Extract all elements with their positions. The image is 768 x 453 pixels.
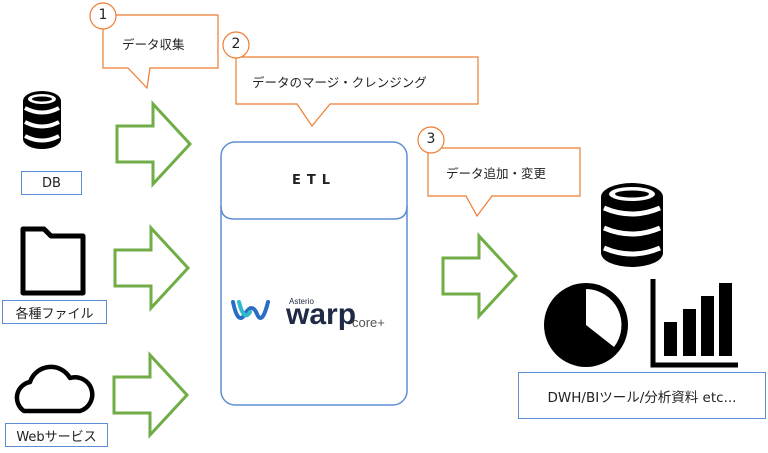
- step-3-circle: [417, 126, 445, 154]
- etl-header-divider: [220, 205, 408, 220]
- step-2-text: データのマージ・クレンジング: [252, 75, 427, 90]
- asterio-brand: Asterio: [289, 297, 314, 306]
- pie-chart-icon: [544, 283, 628, 367]
- source-label-web: Webサービス: [5, 423, 108, 447]
- arrow-web-to-etl: [112, 351, 190, 439]
- folder-icon: [20, 226, 86, 296]
- etl-box: [220, 141, 408, 406]
- core-edition: core+: [352, 315, 385, 330]
- step-3-number: 3: [426, 131, 436, 147]
- arrow-etl-to-destination: [441, 232, 519, 320]
- cloud-icon: [14, 364, 95, 414]
- step-3-text: データ追加・変更: [446, 166, 547, 181]
- source-label-files: 各種ファイル: [2, 300, 107, 324]
- etl-title: ETL: [291, 173, 337, 188]
- arrow-db-to-etl: [115, 100, 193, 188]
- database-icon: [601, 183, 663, 267]
- source-label-db: DB: [21, 171, 82, 195]
- step-1-circle: [89, 2, 117, 30]
- warp-product-name: warp: [286, 298, 357, 331]
- callout-step-1: [89, 2, 219, 90]
- callout-step-3: [417, 126, 581, 218]
- database-icon: [23, 91, 61, 149]
- step-2-number: 2: [231, 36, 241, 52]
- step-1-text: データ収集: [122, 37, 185, 52]
- arrow-files-to-etl: [113, 224, 191, 312]
- bar-chart-icon: [650, 279, 738, 368]
- step-2-circle: [222, 31, 250, 59]
- step-1-number: 1: [98, 7, 108, 23]
- warp-logo-icon: [231, 300, 270, 320]
- destination-label: DWH/BIツール/分析資料 etc...: [518, 372, 766, 419]
- callout-step-2: [222, 31, 479, 128]
